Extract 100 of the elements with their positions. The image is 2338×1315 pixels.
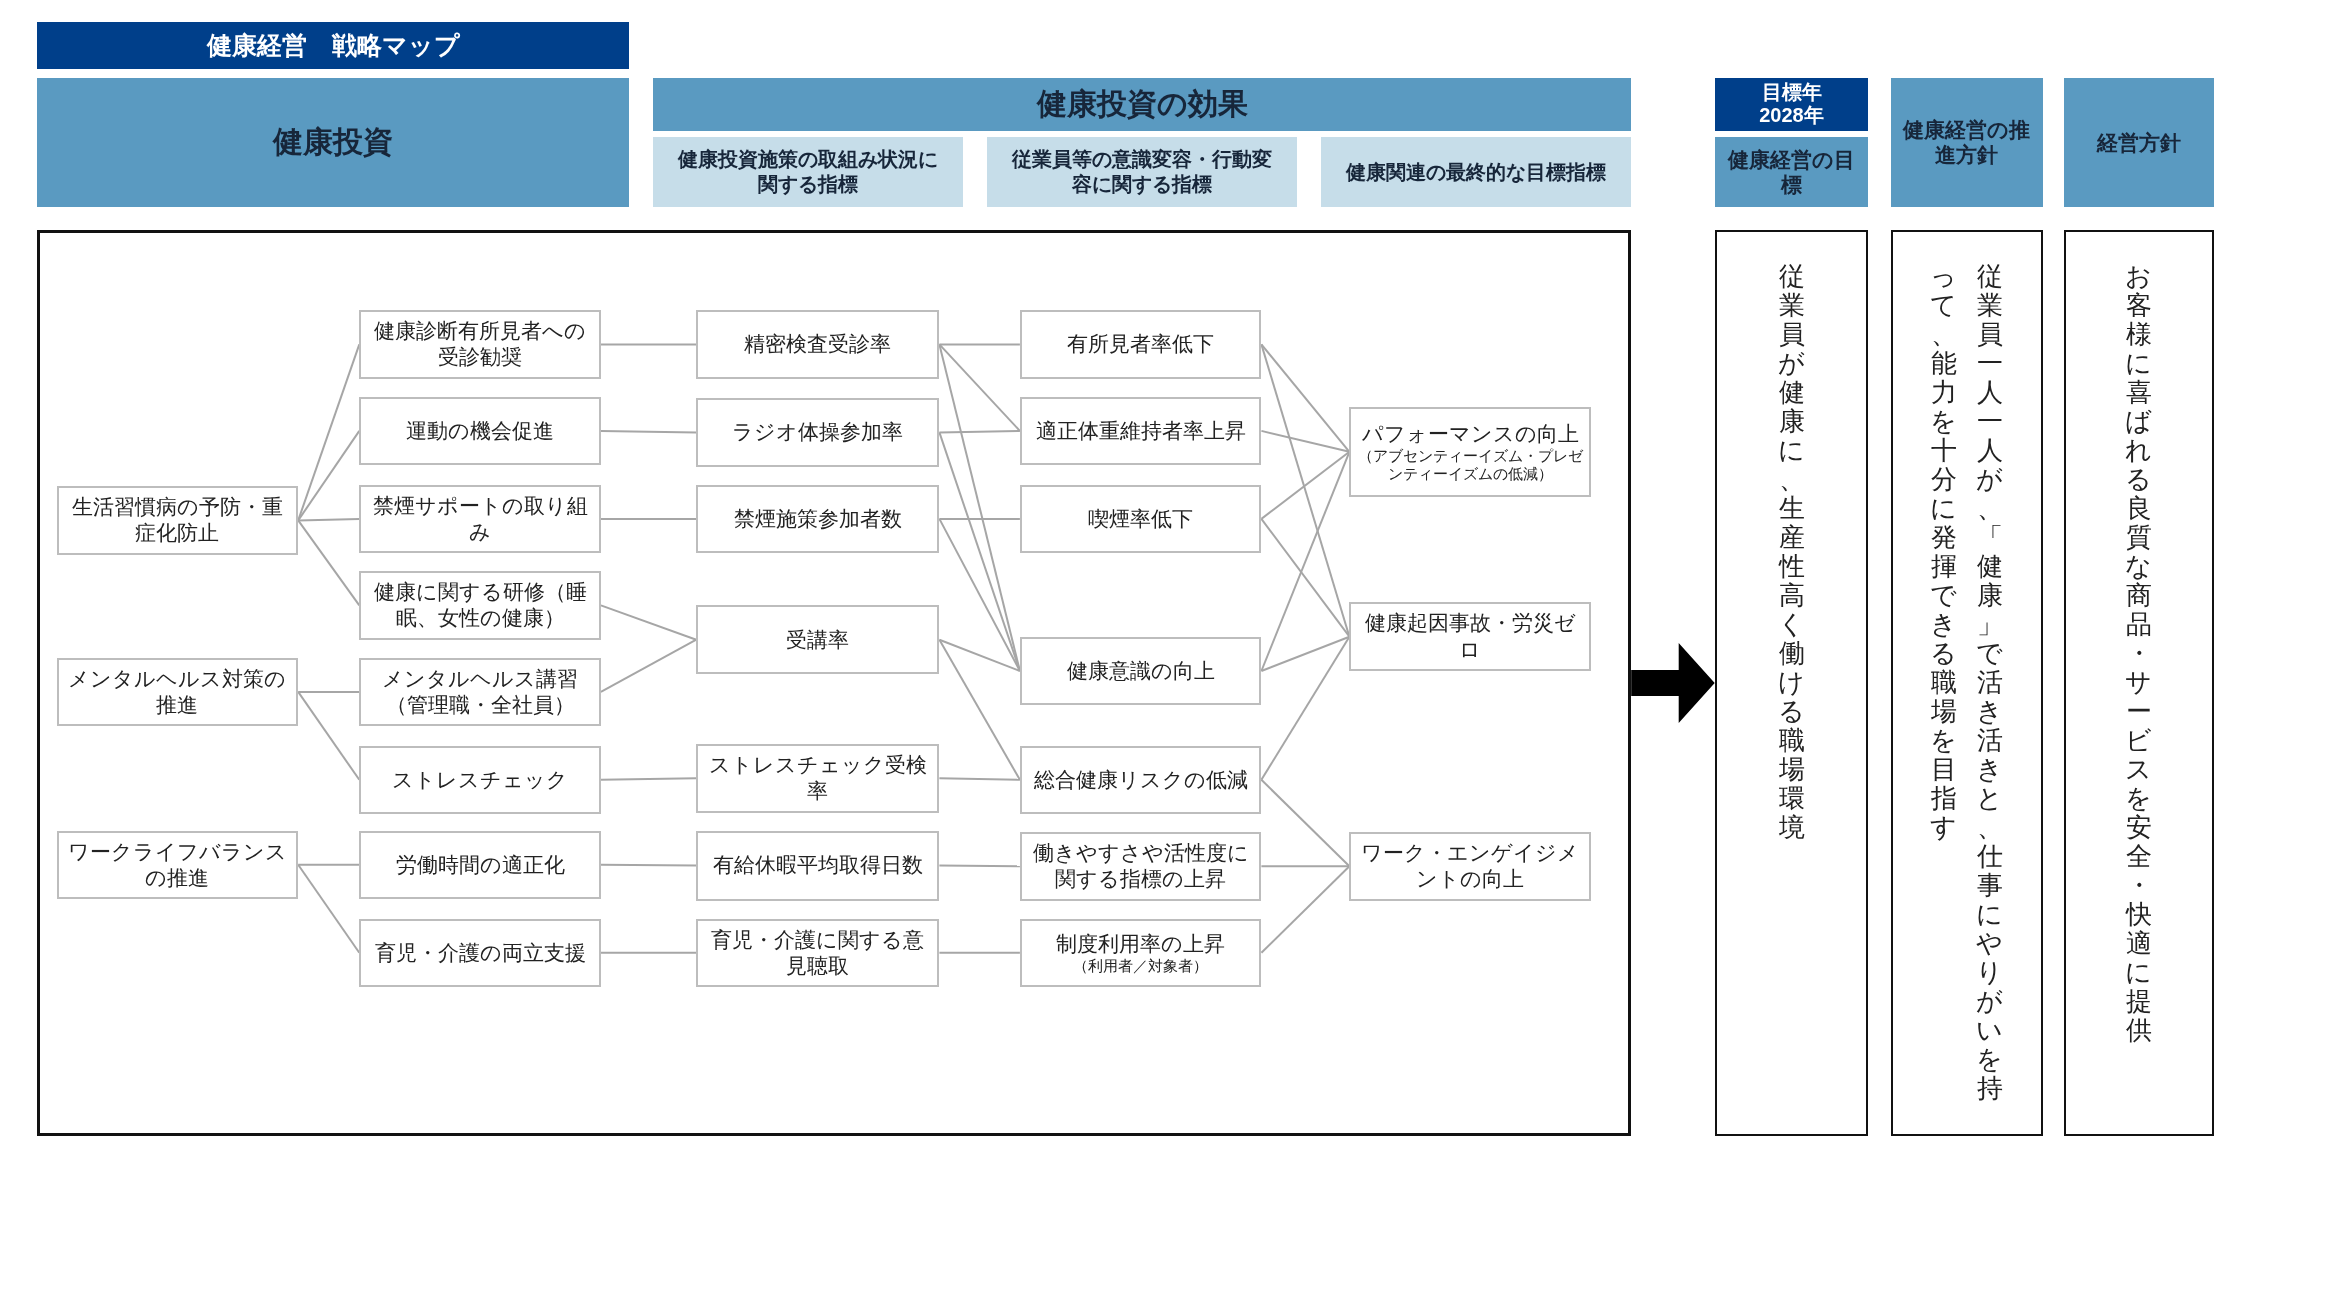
connector-line: [599, 777, 698, 781]
label-text: 健康起因事故・労災ゼロ: [1363, 610, 1577, 663]
subheader-bar: [987, 137, 1298, 208]
header-bar: [1890, 77, 2043, 208]
connector-line: [599, 951, 698, 954]
label-text: ワークライフバランスの推進: [66, 838, 288, 891]
label-text: 健康投資の効果: [1036, 85, 1248, 122]
measure-box: [696, 398, 940, 467]
label-text: 従業員一人一人が、「健康」で活き活きと、仕事にやりがいを持って、能力を十分に発揮できる職場を目指す: [1929, 262, 2005, 1104]
connector-line: [1260, 450, 1351, 520]
note-text: （利用者／対象者）: [1073, 956, 1209, 975]
connector-line: [1260, 429, 1351, 453]
label-text: お客様に喜ばれる良質な商品・サービスを安全・快適に提供: [2124, 262, 2154, 1048]
connector-line: [938, 638, 1021, 672]
connector-line: [938, 343, 1021, 346]
measure-box: [359, 918, 601, 988]
note-text: （アブセンティーイズム・プレゼンティーイズムの低減）: [1357, 446, 1583, 483]
connector-line: [938, 517, 1021, 520]
label-text: 精密検査受診率: [744, 331, 892, 358]
connector-line: [599, 638, 698, 693]
label-text: 禁煙施策参加者数: [733, 505, 902, 532]
connector-line: [297, 690, 361, 781]
measure-box: [1019, 918, 1262, 988]
label-text: 従業員等の意識変容・行動変容に関する指標: [1010, 147, 1274, 198]
connector-line: [1260, 778, 1351, 868]
measure-box: [696, 310, 940, 379]
measure-box: [696, 918, 940, 988]
header-bar: [653, 77, 1632, 132]
label-text: 経営方針: [2096, 129, 2181, 155]
connector-line: [297, 517, 361, 522]
measure-box: [1019, 832, 1262, 901]
measure-box: [1019, 636, 1262, 706]
measure-box: [56, 830, 299, 900]
label-text: 健康投資施策の取組み状況に関する指標: [676, 147, 940, 198]
measure-box: [1019, 745, 1262, 815]
goal-box: [1714, 229, 1869, 1137]
label-text: ラジオ体操参加率: [732, 419, 904, 446]
connector-line: [599, 343, 698, 346]
connector-line: [938, 429, 1021, 434]
measure-box: [359, 745, 601, 815]
label-text: 健康経営 戦略マップ: [206, 29, 460, 61]
label-text: 健康経営の推進方針: [1901, 117, 2032, 168]
measure-box: [1019, 310, 1262, 379]
label-text: 健康診断有所見者への受診勧奨: [373, 318, 588, 371]
connector-line: [599, 517, 698, 520]
subheader-bar: [653, 137, 964, 208]
label-text: 健康経営の目標: [1726, 147, 1856, 198]
label-text: 受講率: [786, 626, 850, 653]
connector-line: [1260, 517, 1351, 638]
connector-line: [297, 690, 361, 693]
measure-box: [359, 830, 601, 900]
measure-box: [1019, 484, 1262, 554]
label-text: ワーク・エンゲイジメントの向上: [1360, 840, 1581, 893]
connector-line: [938, 777, 1021, 781]
label-text: ストレスチェック: [392, 766, 569, 793]
measure-box: [359, 396, 601, 466]
connector-line: [599, 604, 698, 641]
connector-line: [1260, 865, 1351, 868]
connector-line: [1260, 635, 1351, 781]
year-bar: [1714, 77, 1869, 132]
label-text: 健康に関する研修（睡眠、女性の健康）: [372, 579, 588, 632]
label-text: 健康関連の最終的な目標指標: [1346, 159, 1607, 185]
measure-box: [1349, 832, 1591, 901]
measure-box: [696, 605, 940, 674]
policy-box: [1890, 229, 2043, 1137]
label-text: 生活習慣病の予防・重症化防止: [70, 494, 284, 547]
label-text: 制度利用率の上昇: [1056, 930, 1226, 957]
label-text: 喫煙率低下: [1088, 505, 1194, 532]
label-text: パフォーマンスの向上: [1361, 420, 1579, 447]
connector-line: [297, 863, 361, 954]
measure-box: [696, 744, 940, 813]
label-text: メンタルヘルス講習（管理職・全社員）: [381, 665, 580, 718]
label-text: メンタルヘルス対策の推進: [67, 665, 288, 718]
subheader-bar: [1321, 137, 1632, 208]
connector-line: [1260, 865, 1351, 954]
measure-box: [696, 484, 940, 554]
title-bar: [37, 22, 630, 69]
connector-line: [297, 519, 361, 607]
measure-box: [56, 486, 299, 555]
label-text: 育児・介護に関する意見聴取: [710, 926, 926, 979]
connector-line: [938, 864, 1021, 868]
label-text: 有所見者率低下: [1067, 331, 1215, 358]
measure-box: [1019, 396, 1262, 466]
header-bar: [1714, 137, 1869, 208]
connector-line: [297, 429, 361, 522]
measure-box: [1349, 602, 1591, 671]
measure-box: [359, 310, 601, 379]
connector-line: [1260, 450, 1351, 672]
connector-line: [599, 863, 698, 867]
label-text: 従業員が健康に、生産性高く働ける職場環境: [1777, 262, 1806, 845]
label-text: 運動の機会促進: [406, 417, 555, 444]
measure-box: [56, 657, 299, 727]
label-text: 有給休暇平均取得日数: [712, 852, 923, 879]
connector-line: [938, 638, 1021, 781]
measure-box: [1349, 407, 1591, 497]
label-text: 目標年2028年: [1758, 81, 1825, 128]
label-text: 総合健康リスクの低減: [1033, 766, 1248, 793]
header-bar: [2063, 77, 2215, 208]
arrow: [1631, 642, 1715, 723]
connector-line: [297, 863, 361, 866]
